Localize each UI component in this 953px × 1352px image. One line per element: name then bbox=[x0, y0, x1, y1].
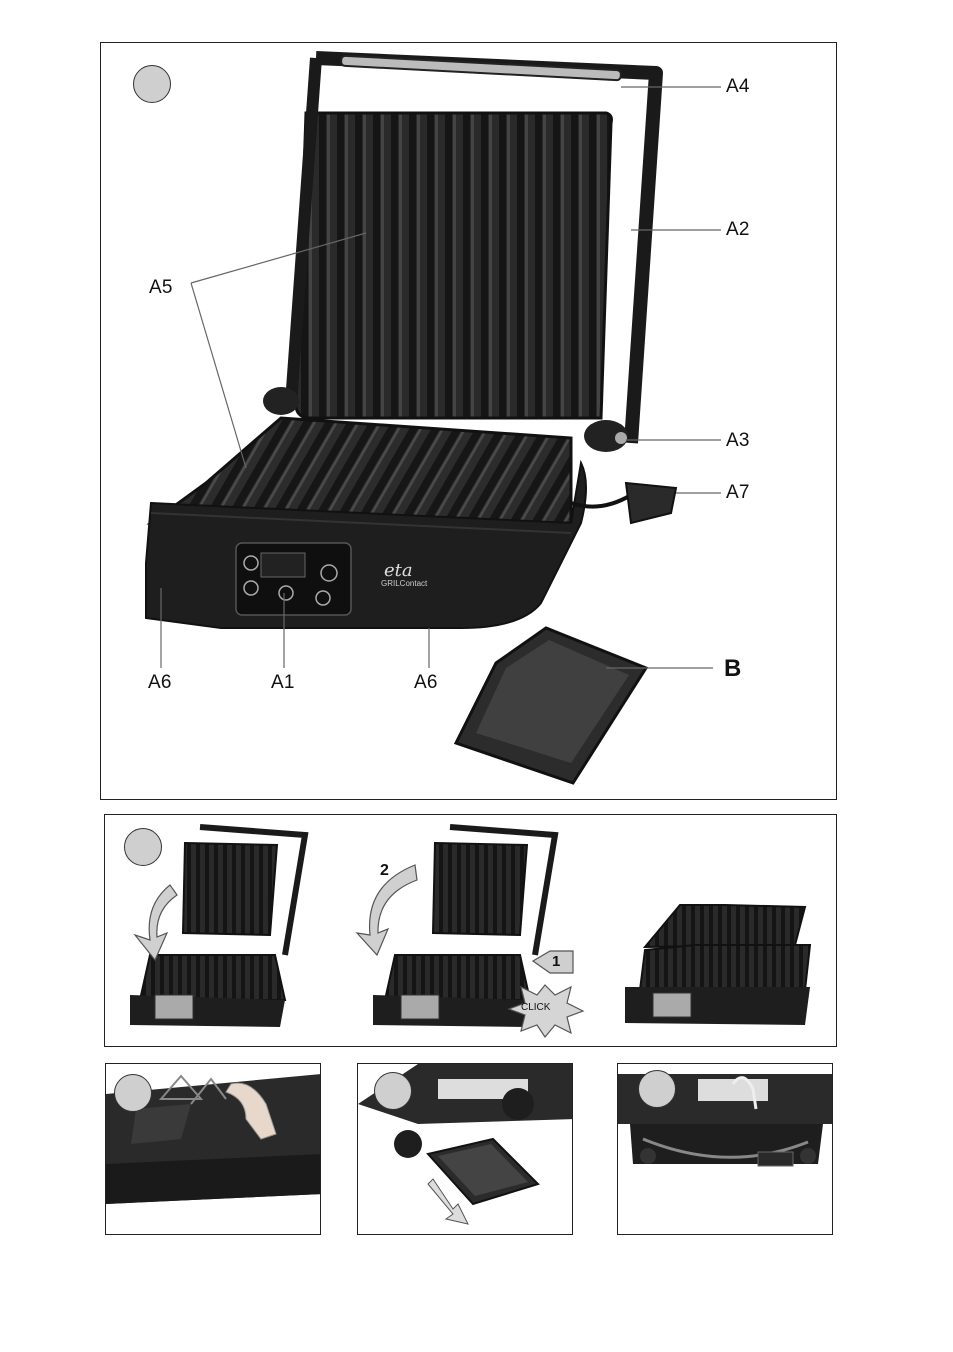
figure-5-panel bbox=[617, 1063, 833, 1235]
grill-step-c bbox=[625, 905, 810, 1025]
label-b: B bbox=[724, 655, 742, 683]
click-label: CLICK bbox=[521, 1002, 550, 1013]
label-a1: A1 bbox=[271, 672, 295, 694]
label-a4: A4 bbox=[726, 76, 750, 98]
label-a2: A2 bbox=[726, 219, 750, 241]
step-two-number: 2 bbox=[380, 862, 389, 880]
grill-step-a bbox=[130, 827, 305, 1027]
label-a6-left: A6 bbox=[148, 672, 172, 694]
figure-1-panel: A4 A2 A5 A3 A7 A6 A1 A6 B eta GRILContac… bbox=[100, 42, 837, 800]
figure-2-panel: 2 1 CLICK bbox=[104, 814, 837, 1047]
opening-steps-illustration bbox=[105, 815, 837, 1047]
figure-4-panel bbox=[357, 1063, 573, 1235]
figure-5-badge bbox=[638, 1070, 676, 1108]
label-a5: A5 bbox=[149, 277, 173, 299]
figure-3-badge bbox=[114, 1074, 152, 1112]
label-a3: A3 bbox=[726, 430, 750, 452]
brand-logo: eta bbox=[384, 560, 413, 581]
label-a7: A7 bbox=[726, 482, 750, 504]
contact-grill-illustration bbox=[101, 43, 837, 800]
label-a6-right: A6 bbox=[414, 672, 438, 694]
step-one-number: 1 bbox=[552, 953, 560, 970]
figure-4-badge bbox=[374, 1072, 412, 1110]
brand-subtitle: GRILContact bbox=[381, 579, 427, 588]
figure-3-panel bbox=[105, 1063, 321, 1235]
